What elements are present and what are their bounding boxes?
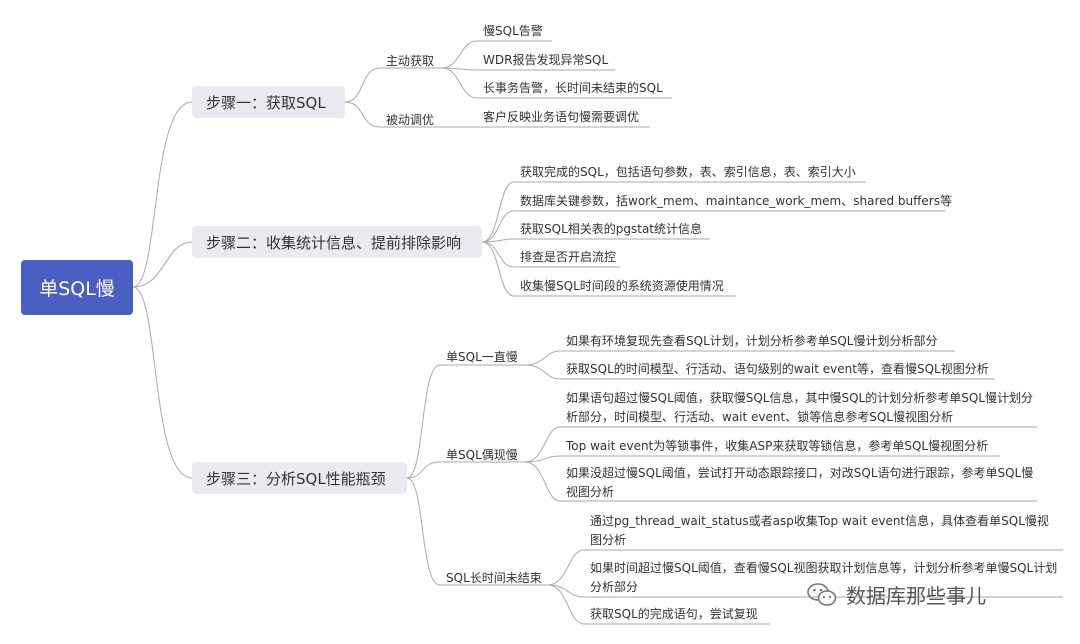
step-one-node[interactable]: 步骤一：获取SQL bbox=[192, 86, 345, 118]
leaf-item: 获取完成的SQL，包括语句参数，表、索引信息，表、索引大小 bbox=[520, 165, 856, 179]
leaf-item: 慢SQL告警 bbox=[483, 24, 543, 38]
subgroup-passive-tuning[interactable]: 被动调优 bbox=[386, 113, 435, 127]
leaf-item: 收集慢SQL时间段的系统资源使用情况 bbox=[520, 279, 724, 293]
leaf-item: 如果有环境复现先查看SQL计划，计划分析参考单SQL慢计划分析部分 bbox=[566, 334, 938, 348]
leaf-item: 获取SQL的时间模型、行活动、语句级别的wait event等，查看慢SQL视图… bbox=[566, 362, 989, 376]
leaf-item: 通过pg_thread_wait_status或者asp收集Top wait e… bbox=[590, 514, 1049, 547]
leaf-item: 数据库关键参数，括work_mem、maintance_work_mem、sha… bbox=[520, 194, 952, 208]
watermark-text: 数据库那些事儿 bbox=[846, 584, 986, 608]
leaf-item: Top wait event为等锁事件，收集ASP来获取等锁信息，参考单SQL慢… bbox=[566, 439, 989, 453]
leaf-item: 如果时间超过慢SQL阈值，查看慢SQL视图获取计划信息等，计划分析参考单慢SQL… bbox=[590, 561, 1058, 594]
watermark: 数据库那些事儿 bbox=[806, 580, 986, 609]
subgroup-always-slow[interactable]: 单SQL一直慢 bbox=[446, 350, 518, 364]
step-three-node[interactable]: 步骤三：分析SQL性能瓶颈 bbox=[192, 462, 407, 494]
subgroup-long-running[interactable]: SQL长时间未结束 bbox=[446, 571, 542, 585]
leaf-item: 如果语句超过慢SQL阈值，获取慢SQL信息，其中慢SQL的计划分析参考单SQL慢… bbox=[566, 391, 1033, 424]
leaf-item: 客户反映业务语句慢需要调优 bbox=[483, 110, 640, 124]
leaf-item: 长事务告警，长时间未结束的SQL bbox=[483, 81, 663, 95]
leaf-item: 获取SQL的完成语句，尝试复现 bbox=[590, 607, 758, 621]
leaf-item: 获取SQL相关表的pgstat统计信息 bbox=[520, 222, 702, 236]
leaf-item: 如果没超过慢SQL阈值，尝试打开动态跟踪接口，对改SQL语句进行跟踪，参考单SQ… bbox=[566, 466, 1034, 499]
leaf-item: WDR报告发现异常SQL bbox=[483, 53, 609, 67]
wechat-icon bbox=[807, 582, 837, 606]
root-node[interactable]: 单SQL慢 bbox=[21, 260, 133, 315]
leaf-item: 排查是否开启流控 bbox=[520, 250, 617, 264]
subgroup-occasional-slow[interactable]: 单SQL偶现慢 bbox=[446, 448, 518, 462]
step-two-node[interactable]: 步骤二：收集统计信息、提前排除影响 bbox=[192, 226, 482, 258]
subgroup-active-fetch[interactable]: 主动获取 bbox=[386, 54, 435, 68]
